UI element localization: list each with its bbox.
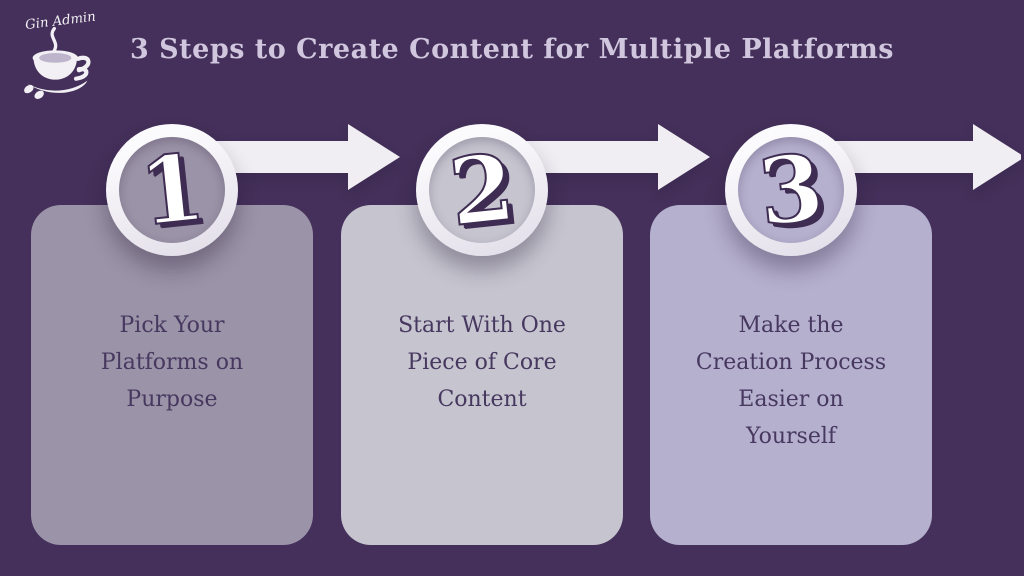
step-2-badge: 2 bbox=[416, 124, 548, 256]
step-2-number: 2 bbox=[444, 132, 521, 248]
step-1-card: Pick Your Platforms on Purpose bbox=[31, 205, 313, 545]
page-title: 3 Steps to Create Content for Multiple P… bbox=[129, 34, 895, 65]
step-1-number: 1 bbox=[134, 132, 211, 248]
gin-admin-logo: Gin Admin bbox=[8, 4, 112, 108]
step-1-badge: 1 bbox=[106, 124, 238, 256]
step-2-label: Start With One Piece of Core Content bbox=[398, 313, 566, 412]
arrow-right-icon bbox=[791, 124, 1021, 190]
step-3-label: Make the Creation Process Easier on Your… bbox=[695, 313, 887, 449]
step-3: 3 Make the Creation Process Easier on Yo… bbox=[619, 0, 1024, 576]
step-3-card: Make the Creation Process Easier on Your… bbox=[650, 205, 932, 545]
step-3-badge: 3 bbox=[725, 124, 857, 256]
step-1-label: Pick Your Platforms on Purpose bbox=[100, 313, 244, 412]
arrow-right-icon bbox=[172, 124, 400, 190]
step-1-badge-inner: 1 bbox=[119, 132, 225, 248]
coffee-cup-icon: Gin Admin bbox=[24, 10, 97, 99]
step-2-badge-inner: 2 bbox=[429, 132, 535, 248]
step-3-number: 3 bbox=[753, 132, 830, 248]
step-2-card: Start With One Piece of Core Content bbox=[341, 205, 623, 545]
step-2: 2 Start With One Piece of Core Content bbox=[310, 0, 715, 576]
arrow-right-icon bbox=[482, 124, 710, 190]
step-1: 1 Pick Your Platforms on Purpose bbox=[0, 0, 405, 576]
step-3-badge-inner: 3 bbox=[738, 132, 844, 248]
